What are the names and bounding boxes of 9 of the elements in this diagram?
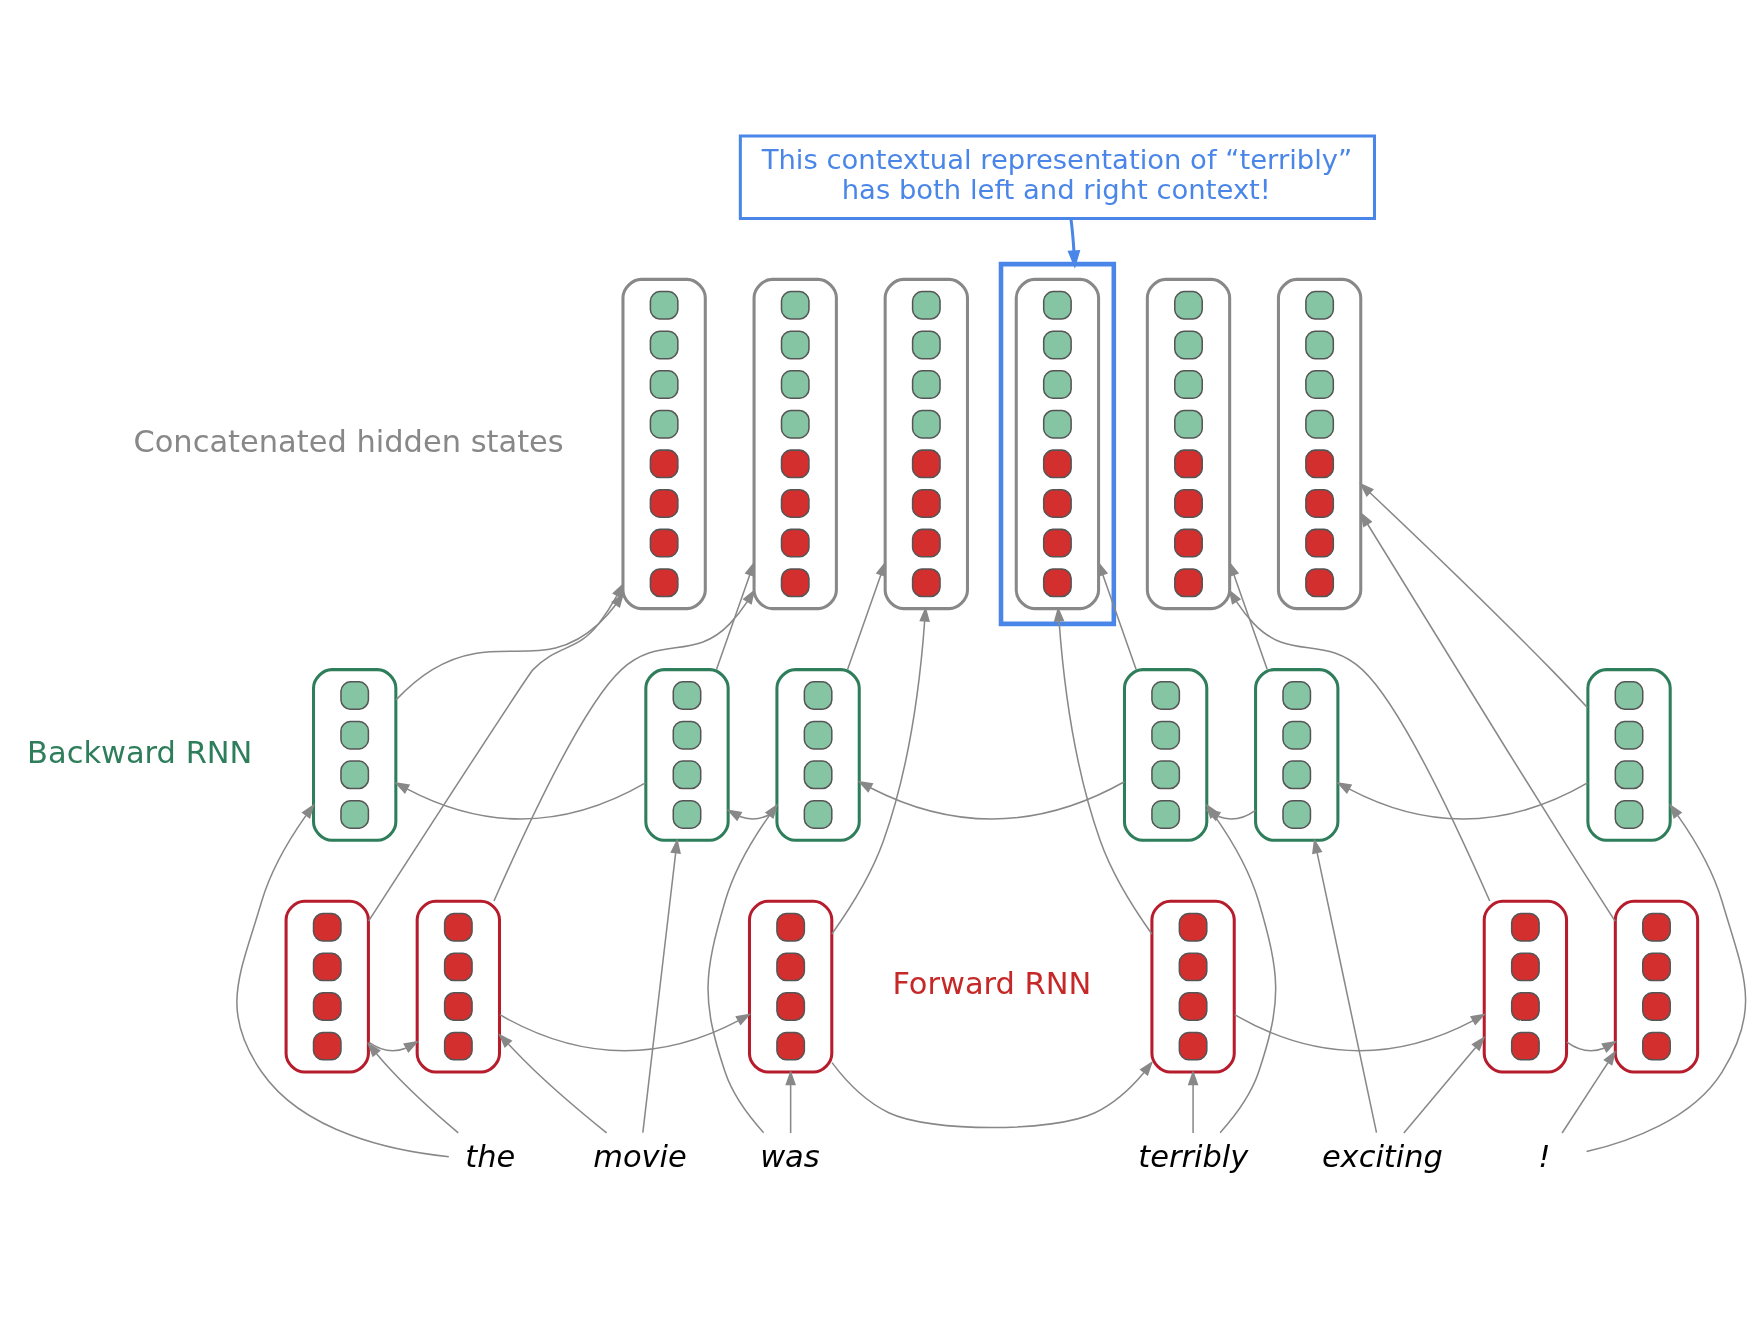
label: Concatenated hidden states bbox=[133, 423, 564, 459]
label: Backward RNN bbox=[27, 734, 253, 770]
node-text: exciting bbox=[1321, 1138, 1443, 1174]
node-text: ! bbox=[1538, 1138, 1551, 1174]
label: Forward RNN bbox=[892, 966, 1092, 1002]
node-text: movie bbox=[593, 1138, 687, 1174]
node-text: terribly bbox=[1138, 1138, 1249, 1174]
node-text: was bbox=[760, 1138, 820, 1174]
node-text: the bbox=[465, 1138, 516, 1174]
